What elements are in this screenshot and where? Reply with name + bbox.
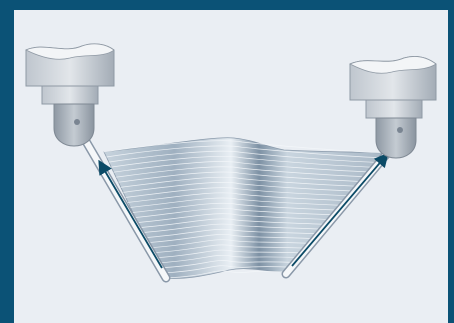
sheet-contour-line: [135, 208, 336, 218]
sheet-contour-line: [118, 171, 363, 183]
sheet-contour-line: [103, 140, 387, 154]
sheet-contour-line: [144, 228, 321, 239]
sheet-contour-line: [156, 254, 301, 264]
sheet-contour-line: [147, 234, 317, 244]
formed-sheet: [103, 137, 387, 279]
left-toolhead: [25, 43, 115, 147]
sheet-contour-line: [139, 218, 328, 228]
sheet-contour-line: [127, 192, 348, 203]
sheet-contour-line: [151, 244, 309, 254]
left-tool-path: [79, 133, 171, 283]
sheet-contour-line: [125, 187, 352, 198]
sheet-contour-line: [111, 156, 375, 168]
sheet-contour-line: [113, 161, 371, 173]
sheet-contour-line: [137, 213, 332, 223]
sheet-contour-line: [123, 182, 356, 193]
sheet-contour-line: [149, 239, 313, 249]
sheet-contour-line: [115, 166, 367, 178]
sheet-contour-line: [154, 249, 305, 259]
sheet-contour-line: [108, 150, 379, 163]
sheet-contour-line: [159, 260, 297, 269]
sheet-contour-line: [130, 197, 344, 208]
left-arrow: [98, 159, 163, 269]
sheet-contour-line: [142, 223, 324, 233]
right-toolhead: [349, 55, 437, 159]
diagram-panel: [14, 10, 448, 323]
forming-diagram: [25, 43, 437, 283]
sheet-contour-line: [106, 145, 383, 159]
sheet-contour-line: [161, 265, 293, 274]
sheet-contour-line: [120, 176, 359, 188]
right-tool-path: [281, 145, 395, 279]
sheet-contour-line: [163, 270, 290, 279]
sheet-contour-line: [132, 202, 340, 213]
right-arrow: [291, 152, 389, 267]
